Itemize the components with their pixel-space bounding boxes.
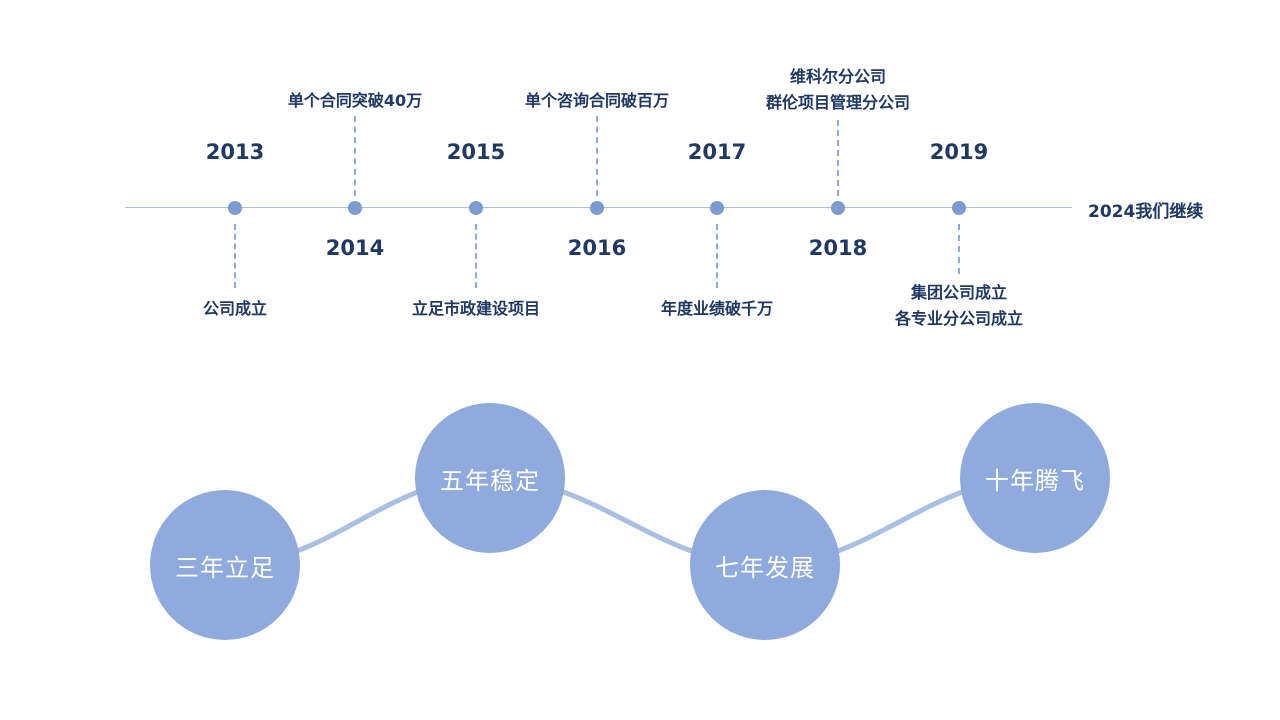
stage-label: 五年稳定 bbox=[440, 466, 540, 495]
dashed-connector bbox=[234, 224, 236, 288]
dashed-connector bbox=[958, 224, 960, 274]
year-label: 2017 bbox=[687, 140, 747, 164]
stage-label: 十年腾飞 bbox=[985, 466, 1085, 495]
milestone-label: 单个咨询合同破百万 bbox=[524, 91, 669, 110]
milestone-label: 年度业绩破千万 bbox=[660, 299, 773, 318]
wave-path bbox=[222, 475, 1038, 568]
stage-label: 三年立足 bbox=[175, 553, 275, 582]
dashed-connector bbox=[475, 224, 477, 288]
milestone-2018: 2018 维科尔分公司 群伦项目管理分公司 bbox=[728, 0, 948, 350]
dashed-connector bbox=[716, 224, 718, 288]
timeline-dot bbox=[228, 201, 242, 215]
milestone-label: 公司成立 bbox=[202, 299, 267, 318]
dashed-connector bbox=[596, 116, 598, 196]
year-label: 2014 bbox=[325, 236, 385, 260]
timeline-end-label: 2024我们继续 bbox=[1088, 202, 1204, 222]
year-label: 2018 bbox=[808, 236, 868, 260]
dashed-connector bbox=[354, 116, 356, 196]
stage-circle-ten-years: 十年腾飞 bbox=[960, 403, 1110, 553]
timeline-dot bbox=[831, 201, 845, 215]
milestone-2017: 2017 年度业绩破千万 bbox=[607, 0, 827, 350]
timeline-dot bbox=[348, 201, 362, 215]
timeline-dot bbox=[952, 201, 966, 215]
milestone-label: 集团公司成立 各专业分公司成立 bbox=[894, 283, 1023, 328]
stage-circle-five-years: 五年稳定 bbox=[415, 403, 565, 553]
stage-circle-three-years: 三年立足 bbox=[150, 490, 300, 640]
year-label: 2013 bbox=[205, 140, 265, 164]
timeline-dot bbox=[710, 201, 724, 215]
milestone-label: 单个合同突破40万 bbox=[287, 91, 423, 110]
year-label: 2019 bbox=[929, 140, 989, 164]
milestone-2013: 2013 公司成立 bbox=[125, 0, 345, 350]
year-label: 2015 bbox=[446, 140, 506, 164]
milestone-label: 立足市政建设项目 bbox=[411, 299, 540, 318]
timeline-dot bbox=[469, 201, 483, 215]
stage-label: 七年发展 bbox=[715, 553, 815, 582]
timeline-dot bbox=[590, 201, 604, 215]
milestone-2014: 2014 单个合同突破40万 bbox=[245, 0, 465, 350]
milestone-2015: 2015 立足市政建设项目 bbox=[366, 0, 586, 350]
milestone-2016: 2016 单个咨询合同破百万 bbox=[487, 0, 707, 350]
stage-circle-seven-years: 七年发展 bbox=[690, 490, 840, 640]
year-label: 2016 bbox=[567, 236, 627, 260]
milestone-2019: 2019 集团公司成立 各专业分公司成立 bbox=[849, 0, 1069, 350]
dashed-connector bbox=[837, 120, 839, 196]
milestone-label: 维科尔分公司 群伦项目管理分公司 bbox=[765, 67, 910, 112]
